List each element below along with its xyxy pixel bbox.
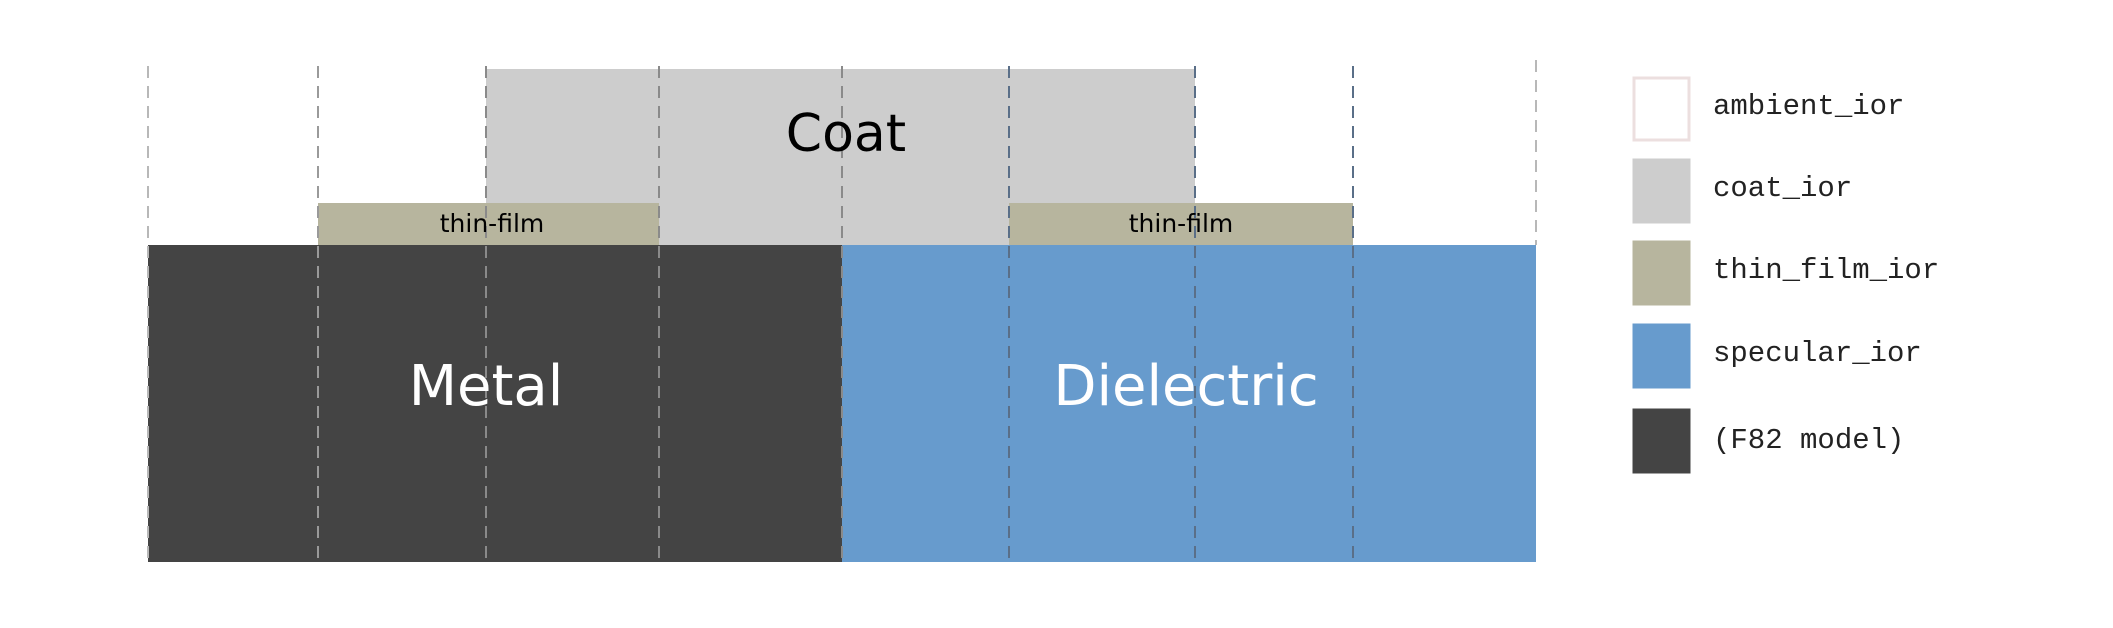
metal-base-layer (148, 245, 842, 562)
legend-item: specular_ior (1632, 323, 1922, 389)
legend-item: thin_film_ior (1632, 240, 1939, 306)
legend-label: thin_film_ior (1713, 254, 1939, 287)
coat-label: Coat (786, 104, 906, 164)
metal-label: Metal (409, 354, 564, 419)
legend-swatch-f82 (1632, 408, 1691, 474)
thin-film-left-label: thin-film (440, 209, 545, 238)
legend-item: (F82 model) (1632, 408, 1904, 474)
legend: ambient_ior coat_ior thin_film_ior specu… (1632, 76, 1939, 474)
legend-label: specular_ior (1713, 337, 1922, 370)
thin-film-layer-left (318, 203, 659, 245)
legend-swatch-thin-film (1632, 240, 1691, 306)
thin-film-right-label: thin-film (1129, 209, 1234, 238)
dielectric-base-layer (842, 245, 1536, 562)
legend-swatch-coat (1632, 158, 1691, 224)
legend-item: ambient_ior (1632, 76, 1904, 142)
legend-label: coat_ior (1713, 172, 1852, 205)
dashed-guide-lines (147, 60, 1537, 562)
dielectric-label: Dielectric (1053, 354, 1318, 419)
legend-label: ambient_ior (1713, 90, 1904, 123)
legend-label: (F82 model) (1713, 424, 1904, 457)
legend-swatch-ambient (1632, 76, 1691, 142)
legend-item: coat_ior (1632, 158, 1852, 224)
thin-film-layer-right (1009, 203, 1353, 245)
legend-swatch-specular (1632, 323, 1691, 389)
